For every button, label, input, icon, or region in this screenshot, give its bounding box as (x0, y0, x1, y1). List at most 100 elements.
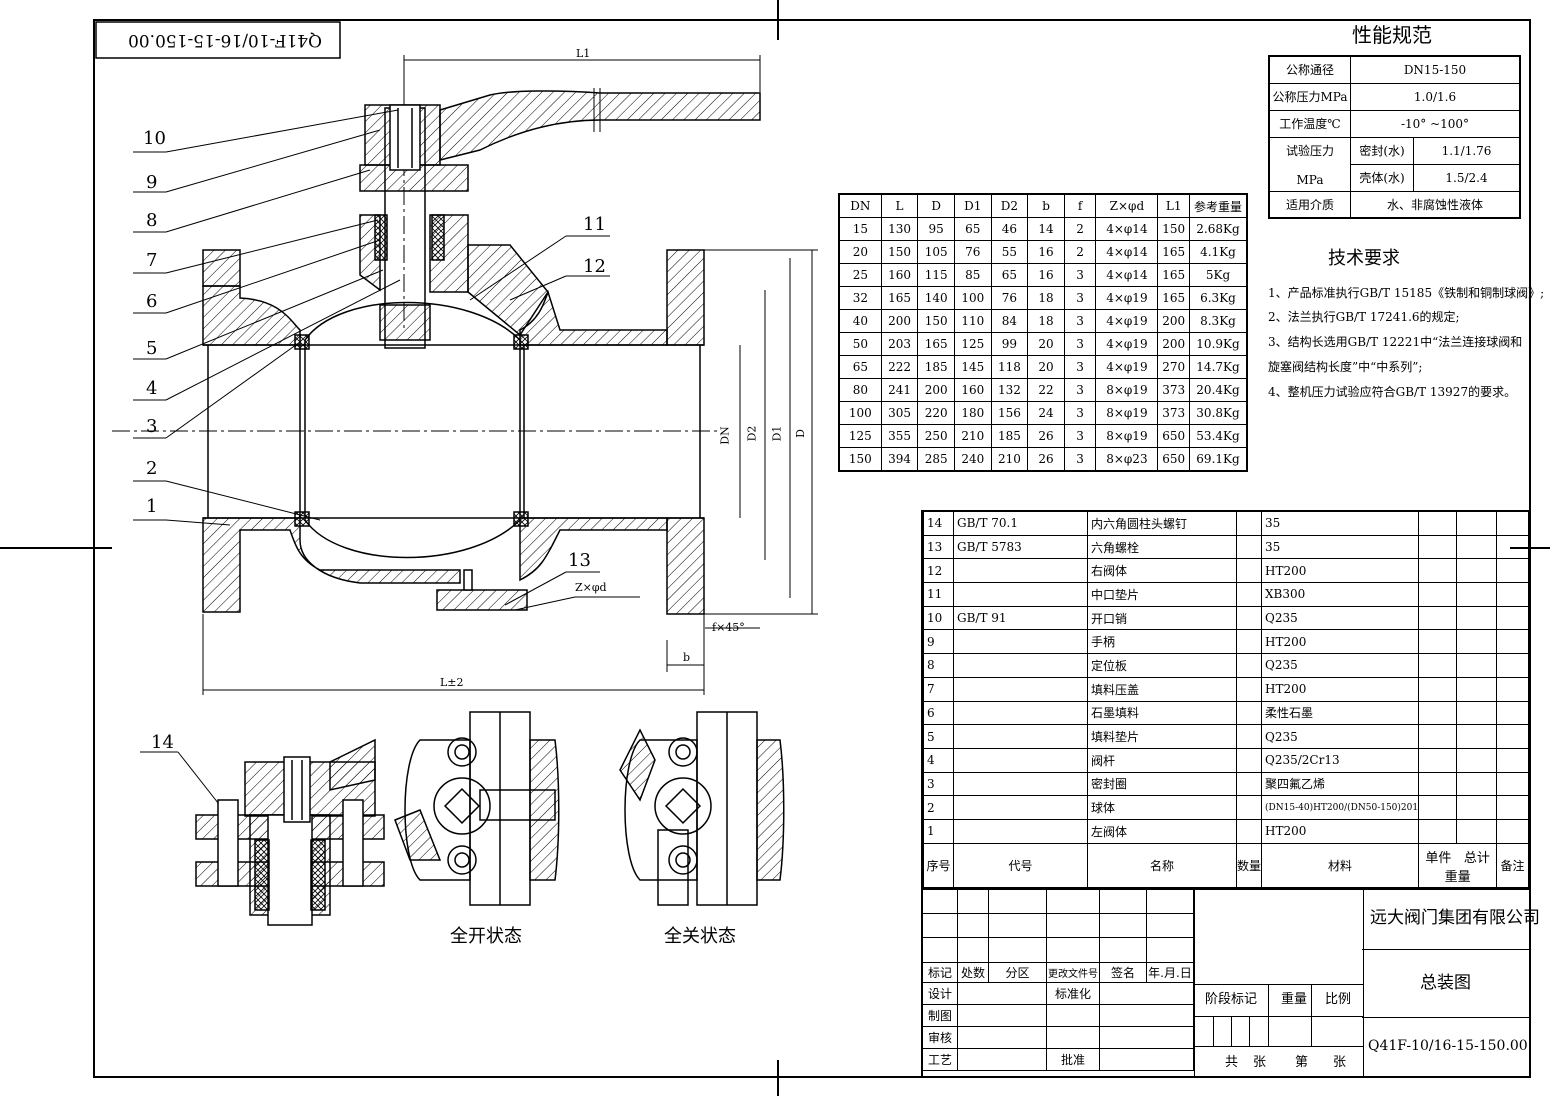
bom-cell: 聚四氟乙烯 (1261, 771, 1420, 797)
dim-L: L±2 (440, 676, 464, 689)
bom-cell: HT200 (1261, 558, 1420, 584)
callout-7: 7 (146, 250, 158, 271)
bom-cell (953, 771, 1088, 797)
bom-cell (1235, 582, 1263, 607)
bom-cell: 13 (922, 534, 954, 560)
dim-table-cell: 140 (917, 286, 955, 310)
dim-table-cell: 100 (953, 286, 992, 310)
closed-state-view (619, 711, 785, 906)
bom-cell (1235, 558, 1263, 584)
company-name: 远大阀门集团有限公司 (1370, 908, 1540, 928)
bom-cell (953, 582, 1088, 607)
dim-table-cell: 85 (953, 263, 992, 287)
dim-table-cell: 210 (990, 447, 1029, 472)
perf-sub-label: 密封(水) (1350, 136, 1414, 165)
bom-cell: 阀杆 (1087, 747, 1237, 773)
sheet-no-label: 第 (1295, 1055, 1309, 1070)
bom-cell (953, 558, 1088, 584)
bom-cell: 14 (922, 510, 954, 536)
bom-cell: 11 (922, 582, 954, 607)
dim-L1: L1 (576, 47, 591, 60)
bom-cell (1496, 510, 1530, 536)
bom-cell (1418, 629, 1458, 655)
bom-cell: 35 (1261, 510, 1420, 536)
dim-table-cell: 8×φ19 (1095, 401, 1159, 425)
dim-table-cell: 4×φ14 (1095, 240, 1159, 264)
bom-cell: 6 (922, 700, 954, 726)
bom-cell (953, 724, 1088, 749)
callout-12: 12 (583, 256, 606, 277)
dim-table-cell: 16 (1027, 263, 1065, 287)
dim-table-cell: 4×φ14 (1095, 263, 1159, 287)
dim-table-cell: 4.1Kg (1188, 240, 1248, 264)
dim-table-cell: 150 (880, 240, 919, 264)
dim-table-cell: 165 (880, 286, 919, 310)
dim-table-cell: 32 (838, 286, 882, 310)
dim-table-cell: 210 (953, 424, 992, 448)
dim-table-header: L1 (1157, 193, 1190, 218)
bom-cell (1496, 747, 1530, 773)
dim-table-cell: 46 (990, 217, 1029, 241)
bom-cell (1235, 795, 1263, 820)
bom-cell: 右阀体 (1087, 558, 1237, 584)
callout-9: 9 (146, 172, 158, 193)
drawing-title: 总装图 (1420, 973, 1471, 993)
bom-cell: 球体 (1087, 795, 1237, 820)
dim-table-cell: 150 (1157, 217, 1190, 241)
bom-cell: Q235 (1261, 653, 1420, 678)
dim-table-cell: 80 (838, 378, 882, 402)
valve-section-view (112, 55, 818, 695)
dim-table-cell: 55 (990, 240, 1029, 264)
dim-table-cell: 53.4Kg (1188, 424, 1248, 448)
dim-table-cell: 373 (1157, 401, 1190, 425)
bom-cell (1235, 724, 1263, 749)
dim-table-cell: 65 (838, 355, 882, 379)
dim-table-cell: 8.3Kg (1188, 309, 1248, 333)
rev-header: 签名 (1099, 962, 1147, 983)
bom-cell (1418, 700, 1458, 726)
dim-table-header: 参考重量 (1188, 193, 1248, 218)
rev-header: 处数 (957, 962, 989, 983)
bom-cell (1418, 510, 1458, 536)
dim-table-cell: 76 (990, 286, 1029, 310)
dim-table-cell: 650 (1157, 424, 1190, 448)
dim-table-cell: 20 (838, 240, 882, 264)
bom-cell (1235, 629, 1263, 655)
sheets-unit-2: 张 (1333, 1055, 1347, 1070)
perf-label: 公称压力MPa (1268, 82, 1351, 111)
dim-table-cell: 65 (953, 217, 992, 241)
dim-table-cell: 8×φ19 (1095, 378, 1159, 402)
tech-req-item: 1、产品标准执行GB/T 15185《铁制和铜制球阀》; (1268, 286, 1545, 300)
bom-cell: 石墨填料 (1087, 700, 1237, 726)
dim-table-cell: 26 (1027, 447, 1065, 472)
bom-cell: 12 (922, 558, 954, 584)
dim-table-cell: 3 (1063, 263, 1097, 287)
dim-table-cell: 50 (838, 332, 882, 356)
dim-table-header: D2 (990, 193, 1029, 218)
bom-row: 12 右阀体 HT200 (922, 558, 1530, 584)
callout-6: 6 (146, 291, 158, 312)
bom-cell (1496, 676, 1530, 702)
dim-table-cell: 2 (1063, 240, 1097, 264)
bom-cell: 7 (922, 676, 954, 702)
dim-table-cell: 2.68Kg (1188, 217, 1248, 241)
dim-table-cell: 26 (1027, 424, 1065, 448)
dim-table-cell: 99 (990, 332, 1029, 356)
bom-cell (1235, 818, 1263, 844)
bom-header-name: 名称 (1087, 842, 1237, 890)
bom-cell: GB/T 91 (953, 605, 1088, 631)
dim-D2: D2 (745, 425, 759, 442)
dim-table-cell: 160 (953, 378, 992, 402)
sheets-unit-1: 张 (1253, 1055, 1267, 1070)
dim-zd: Z×φd (575, 581, 607, 594)
perf-value: 水、非腐蚀性液体 (1350, 190, 1521, 219)
dim-table-cell: 25 (838, 263, 882, 287)
bom-cell: 填料压盖 (1087, 676, 1237, 702)
stem-detail-view (195, 738, 385, 926)
